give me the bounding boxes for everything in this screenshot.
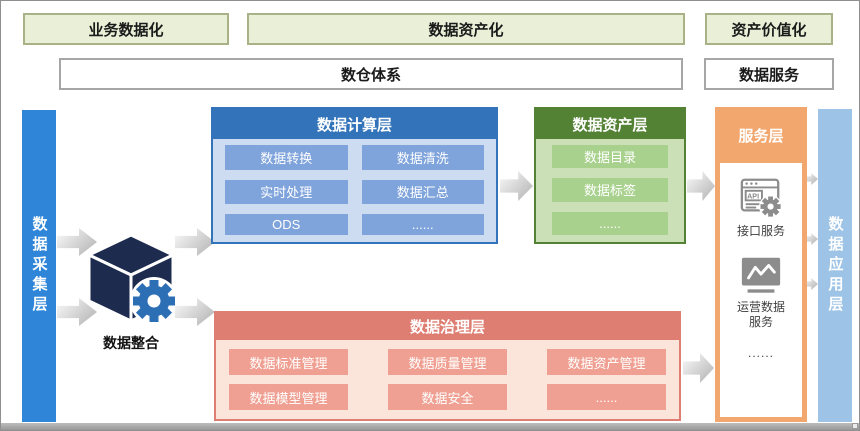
resize-handle-icon <box>852 423 858 429</box>
asset-layer-body: 数据目录 数据标签 ...... <box>536 139 684 242</box>
governance-layer-title: 数据治理层 <box>216 313 679 340</box>
governance-layer-cell: 数据安全 <box>388 384 507 410</box>
asset-layer-box: 数据资产层 数据目录 数据标签 ...... <box>534 107 686 244</box>
phase-box-data-assetization: 数据资产化 <box>247 13 685 45</box>
gear-icon <box>130 277 178 325</box>
compute-layer-cell: ...... <box>361 214 484 235</box>
api-icon-text: API <box>747 192 759 200</box>
compute-layer-title: 数据计算层 <box>213 109 496 139</box>
flow-arrow-icon <box>683 353 714 383</box>
cube-gear-integration-icon <box>87 233 178 325</box>
governance-layer-cell: 数据质量管理 <box>388 349 507 375</box>
compute-layer-body: 数据转换 数据清洗 实时处理 数据汇总 ODS ...... <box>213 139 496 242</box>
phase-label: 业务数据化 <box>88 21 164 39</box>
governance-layer-cell: ...... <box>547 384 666 410</box>
warehouse-system-box: 数仓体系 <box>59 58 683 90</box>
operations-chart-icon <box>741 257 781 293</box>
compute-layer-cell: 数据清洗 <box>361 145 484 170</box>
governance-layer-box: 数据治理层 数据标准管理 数据质量管理 数据资产管理 数据模型管理 数据安全 .… <box>214 311 681 421</box>
flow-arrow-icon <box>687 171 715 201</box>
service-more-dots: ...... <box>747 346 774 360</box>
governance-layer-body: 数据标准管理 数据质量管理 数据资产管理 数据模型管理 数据安全 ...... <box>216 340 679 419</box>
api-service-label: 接口服务 <box>736 224 785 238</box>
operations-data-service-label: 运营数据服务 <box>736 300 785 329</box>
data-collection-layer-bar: 数据采集层 <box>22 110 56 422</box>
data-service-label: 数据服务 <box>738 66 799 84</box>
service-layer-title: 服务层 <box>738 127 784 145</box>
phase-label: 资产价值化 <box>731 21 807 39</box>
phase-box-business-dataization: 业务数据化 <box>23 13 229 45</box>
data-service-box: 数据服务 <box>704 58 834 90</box>
service-layer-box: 服务层 API <box>715 107 807 422</box>
compute-layer-cell: 实时处理 <box>225 179 348 205</box>
data-application-layer-label: 数据应用层 <box>826 215 844 316</box>
compute-layer-cell: 数据汇总 <box>361 179 484 205</box>
asset-layer-cell: 数据标签 <box>552 178 668 202</box>
api-service-icon: API <box>740 178 783 219</box>
phase-label: 数据资产化 <box>428 21 504 39</box>
governance-layer-cell: 数据标准管理 <box>229 349 348 375</box>
asset-layer-cell: ...... <box>552 211 668 235</box>
small-gear-icon <box>759 195 783 219</box>
service-layer-panel: API <box>720 163 802 417</box>
compute-layer-box: 数据计算层 数据转换 数据清洗 实时处理 数据汇总 ODS ...... <box>211 107 498 244</box>
data-collection-layer-label: 数据采集层 <box>30 216 48 316</box>
window-bottom-edge <box>1 423 859 430</box>
asset-layer-title: 数据资产层 <box>536 109 684 139</box>
flow-arrow-icon <box>500 171 533 201</box>
integration-label: 数据整合 <box>103 335 159 351</box>
warehouse-system-label: 数仓体系 <box>340 66 401 84</box>
asset-layer-cell: 数据目录 <box>552 145 668 169</box>
phase-box-asset-value: 资产价值化 <box>705 13 833 45</box>
compute-layer-cell: 数据转换 <box>225 145 348 170</box>
governance-layer-cell: 数据资产管理 <box>547 349 666 375</box>
governance-layer-cell: 数据模型管理 <box>229 384 348 410</box>
compute-layer-cell: ODS <box>225 214 348 235</box>
data-application-layer-bar: 数据应用层 <box>818 109 852 422</box>
